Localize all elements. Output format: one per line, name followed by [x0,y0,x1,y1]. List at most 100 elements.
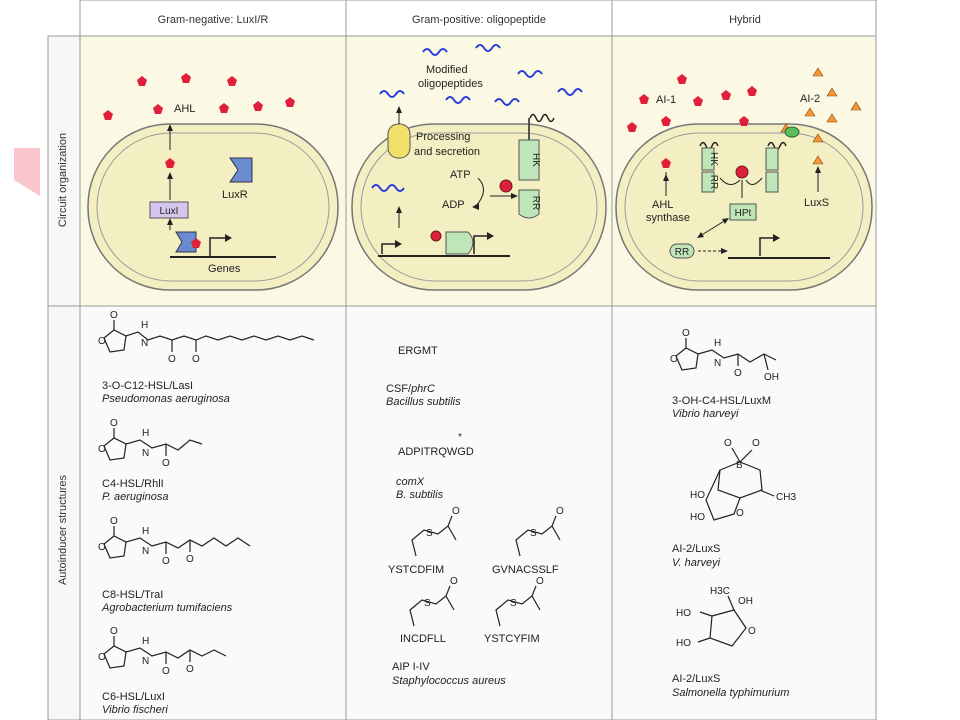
hpt-box [729,203,757,221]
header-bar [79,0,877,37]
svg-text:HO: HO [676,608,691,619]
structure-3-o-c12-hsl: O O H N O O [98,310,315,365]
luxr-label: LuxR [222,189,248,201]
svg-text:O: O [110,626,118,637]
svg-text:H3C: H3C [710,586,730,597]
hk-label: HK [530,153,541,167]
slide-decoration [14,148,40,196]
svg-text:N: N [714,358,721,369]
luxi-label: LuxI [160,206,179,217]
svg-text:O: O [450,576,458,587]
header-gram-positive: Gram-positive: oligopeptide [412,14,546,26]
right-structure-name-3: AI-2/LuxS [672,673,720,685]
structure-name-1: 3-O-C12-HSL/LasI [102,380,193,392]
panel-gram-negative-structures [79,305,347,720]
panel-gram-positive-structures [345,305,613,720]
svg-text:O: O [724,438,732,449]
svg-text:O: O [98,336,106,347]
svg-text:O: O [110,418,118,429]
oligopeptides-label: oligopeptides [418,78,483,90]
svg-text:O: O [748,626,756,637]
bsub-label: B. subtilis [396,489,444,501]
oligopeptides [371,44,583,192]
row-label-structures: Autoinducer structures [57,474,69,585]
luxr-protein [229,157,253,183]
hybrid-rr-box [669,243,695,259]
svg-text:HO: HO [690,490,705,501]
hybrid-hk-left-label: HK [708,152,719,166]
svg-text:O: O [98,444,106,455]
svg-text:HO: HO [676,638,691,649]
svg-text:H: H [142,428,149,439]
svg-text:O: O [682,328,690,339]
hpt-label: HPt [735,208,752,219]
ahl-label: AHL [174,103,195,115]
modified-label: Modified [426,64,468,76]
svg-text:O: O [736,508,744,519]
svg-text:O: O [110,516,118,527]
svg-text:H: H [714,338,721,349]
svg-text:HO: HO [690,512,705,523]
svg-text:O: O [98,542,106,553]
svg-text:O: O [734,368,742,379]
hybrid-rr-right [765,171,779,193]
ai1-molecules [627,74,757,168]
svg-text:O: O [168,354,176,365]
rr-label: RR [530,196,541,210]
svg-text:B: B [736,460,743,471]
peptide-1: YSTCDFIM [388,564,444,576]
structure-c4-hsl: O O H N O [98,418,203,469]
adp-label: ADP [442,199,465,211]
svg-text:O: O [670,354,678,365]
structure-organism-2: P. aeruginosa [102,491,168,503]
panel-hybrid-structures [611,305,877,720]
luxr-bound [175,231,197,253]
svg-text:N: N [142,656,149,667]
svg-text:CH3: CH3 [776,492,796,503]
svg-text:S: S [510,598,517,609]
svg-text:N: N [142,448,149,459]
svg-text:O: O [186,554,194,565]
svg-text:N: N [142,546,149,557]
structure-organism-3: Agrobacterium tumifaciens [101,602,233,614]
svg-text:S: S [426,528,433,539]
staph-label: Staphylococcus aureus [392,675,506,687]
svg-text:H: H [142,636,149,647]
svg-text:O: O [162,666,170,677]
structure-organism-1: Pseudomonas aeruginosa [102,393,230,405]
svg-text:H: H [141,320,148,331]
rr-on-dna [445,231,474,255]
structure-3-oh-c4-hsl: O O H N O OH [670,328,779,383]
header-hybrid: Hybrid [729,14,761,26]
peptide-2: GVNACSSLF [492,564,559,576]
svg-text:OH: OH [738,596,753,607]
genes-label: Genes [208,263,241,275]
peptide-3: INCDFLL [400,633,446,645]
hybrid-hk-right [765,147,779,171]
svg-text:H: H [142,526,149,537]
right-structure-organism-1: Vibrio harveyi [672,408,739,420]
svg-text:O: O [752,438,760,449]
hybrid-hk-left [701,147,715,171]
aip-thiolactone-structures: S O S O S O S O [409,506,564,627]
structure-name-3: C8-HSL/TraI [102,589,163,601]
luxi-box [149,201,189,219]
processing-capsule [387,123,411,159]
right-structure-name-1: 3-OH-C4-HSL/LuxM [672,395,771,407]
svg-text:O: O [162,458,170,469]
right-structure-organism-2: V. harveyi [672,557,721,569]
structure-organism-4: Vibrio fischeri [102,704,168,716]
svg-text:OH: OH [764,372,779,383]
ai1-label: AI-1 [656,94,676,106]
svg-text:O: O [556,506,564,517]
svg-text:O: O [98,652,106,663]
hybrid-rr-label: RR [675,247,689,258]
adpitrqwgd-label: ADPITRQWGD [398,446,474,458]
phosphate [499,179,513,193]
aip-label: AIP I-IV [392,661,430,673]
bacillus-label: Bacillus subtilis [386,396,461,408]
ahl-molecules [103,73,295,168]
svg-text:O: O [452,506,460,517]
svg-text:N: N [141,338,148,349]
